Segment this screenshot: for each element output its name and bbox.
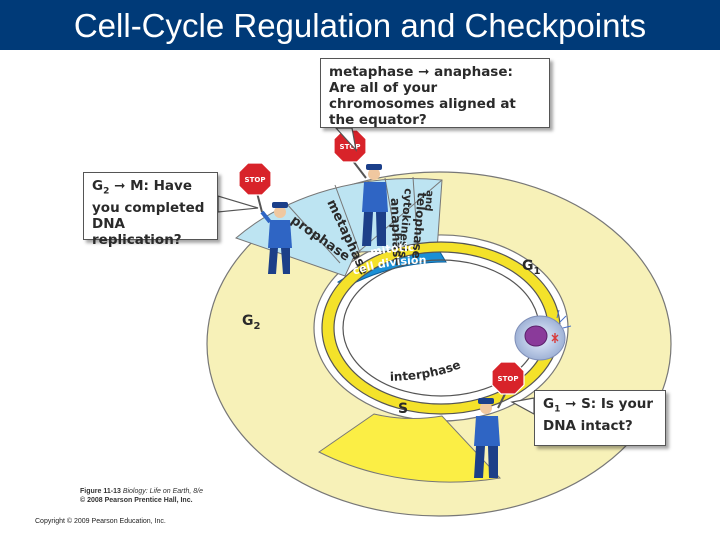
s-label: S <box>398 401 408 417</box>
from-phase-label: G1 <box>543 396 561 415</box>
arrow-icon: ➞ <box>565 396 582 412</box>
guard-g2-m: STOP <box>238 162 292 274</box>
figure-book: Biology: Life on Earth, 8/e <box>122 488 203 495</box>
s-phase-wedge <box>318 413 502 483</box>
checkpoint-question: Are all of your chromosomes aligned at t… <box>329 80 516 128</box>
telophase-and-label: and <box>422 190 435 212</box>
cytokinesis-label: cytokinesis <box>396 188 415 259</box>
from-phase-label: metaphase <box>329 64 414 80</box>
to-phase-label: anaphase: <box>434 64 513 80</box>
title-bar <box>0 0 720 50</box>
svg-text:STOP: STOP <box>498 375 519 383</box>
stop-sign-icon <box>333 129 367 163</box>
checkpoint-question: you completed DNA replication? <box>92 199 205 248</box>
to-phase-label: S: <box>581 396 597 412</box>
figure-number: Figure 11-13 <box>80 488 121 495</box>
guard-metaphase-anaphase: STOP <box>333 129 388 246</box>
figure-caption: Figure 11-13 Biology: Life on Earth, 8/e… <box>80 487 203 505</box>
anaphase-label: anaphase <box>388 198 405 266</box>
checkpoint-question-start: Have <box>153 178 192 194</box>
stop-sign-icon <box>491 361 525 395</box>
checkpoint-metaphase-anaphase-box: metaphase ➞ anaphase: Are all of your ch… <box>320 58 550 128</box>
cell-illustration <box>514 309 572 361</box>
arrow-icon: ➞ <box>418 64 435 80</box>
svg-text:STOP: STOP <box>245 176 266 184</box>
checkpoint-question-start: Is your <box>600 396 654 412</box>
telophase-label: telophase <box>409 192 429 260</box>
copyright-notice: Copyright © 2009 Pearson Education, Inc. <box>35 518 166 525</box>
checkpoint-g1-s-box: G1 ➞ S: Is your DNA intact? <box>534 390 666 446</box>
svg-text:STOP: STOP <box>340 143 361 151</box>
slide-title: Cell-Cycle Regulation and Checkpoints <box>73 7 647 44</box>
interphase-label: interphase <box>390 358 463 384</box>
g2-label: G2 <box>242 313 261 332</box>
checkpoint-g2-m-box: G2 ➞ M: Have you completed DNA replicati… <box>83 172 218 248</box>
to-phase-label: M: <box>130 178 149 194</box>
stop-sign-icon <box>238 162 272 196</box>
g1-label: G1 <box>522 258 541 277</box>
guard-g1-s: STOP <box>474 361 525 478</box>
from-phase-label: G2 <box>92 178 110 197</box>
figure-publisher: © 2008 Pearson Prentice Hall, Inc. <box>80 497 193 504</box>
checkpoint-question: DNA intact? <box>543 417 633 434</box>
arrow-icon: ➞ <box>114 178 131 194</box>
